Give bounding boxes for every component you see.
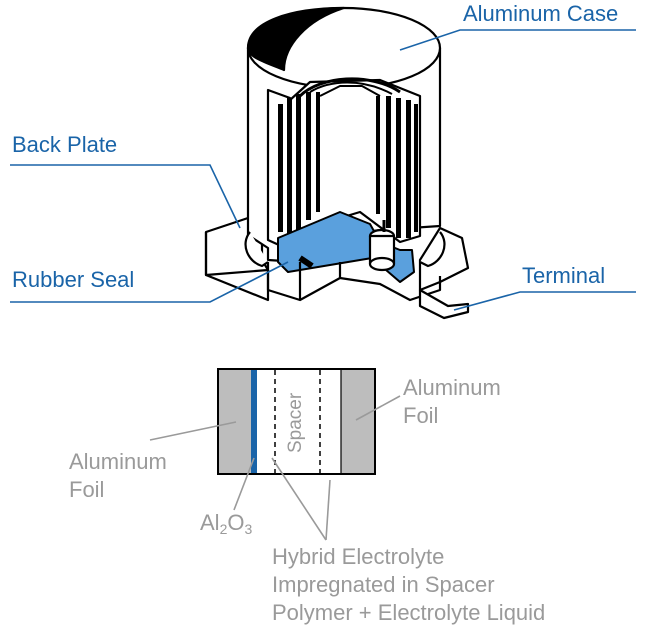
label-electrolyte: Hybrid Electrolyte Impregnated in Spacer… — [272, 543, 545, 627]
leader-electrolyte-b — [325, 479, 331, 541]
oxide-o: O — [227, 510, 245, 535]
leader-back-plate — [10, 164, 241, 229]
oxide-al: Al — [200, 510, 220, 535]
oxide-sub-2: 2 — [219, 521, 228, 537]
leader-aluminum-case — [399, 29, 636, 51]
label-foil-left: Aluminum Foil — [69, 448, 167, 504]
leader-foil-left — [149, 421, 237, 441]
foil-left-line2: Foil — [69, 477, 105, 502]
foil-right — [341, 370, 374, 473]
label-oxide: Al2O3 — [200, 510, 253, 537]
electrolyte-line2: Impregnated in Spacer — [272, 572, 495, 597]
capacitor-cutaway — [204, 6, 470, 320]
leader-foil-right — [355, 395, 401, 421]
electrolyte-line1: Hybrid Electrolyte — [272, 544, 445, 569]
label-back-plate: Back Plate — [12, 132, 118, 157]
leader-lines-blue — [10, 29, 636, 311]
foil-right-line1: Aluminum — [403, 375, 501, 400]
label-aluminum-case: Aluminum Case — [463, 1, 619, 26]
oxide-layer — [251, 370, 257, 473]
label-spacer: Spacer — [285, 392, 306, 453]
label-rubber-seal: Rubber Seal — [12, 267, 135, 292]
leader-rubber-seal — [10, 261, 289, 303]
foil-left-line1: Aluminum — [69, 449, 167, 474]
leader-electrolyte-a — [271, 457, 327, 541]
section-diagram — [217, 368, 376, 475]
leader-lines-gray — [149, 395, 401, 541]
label-foil-right: Aluminum Foil — [403, 374, 501, 430]
case-top-shading — [246, 6, 346, 72]
terminal-lead — [418, 288, 470, 320]
foil-right-line2: Foil — [403, 403, 439, 428]
oxide-sub-3: 3 — [244, 521, 253, 537]
electrolyte-line3: Polymer + Electrolyte Liquid — [272, 600, 546, 625]
leader-terminal — [453, 291, 636, 311]
leader-oxide — [233, 457, 255, 511]
label-terminal: Terminal — [522, 263, 606, 288]
